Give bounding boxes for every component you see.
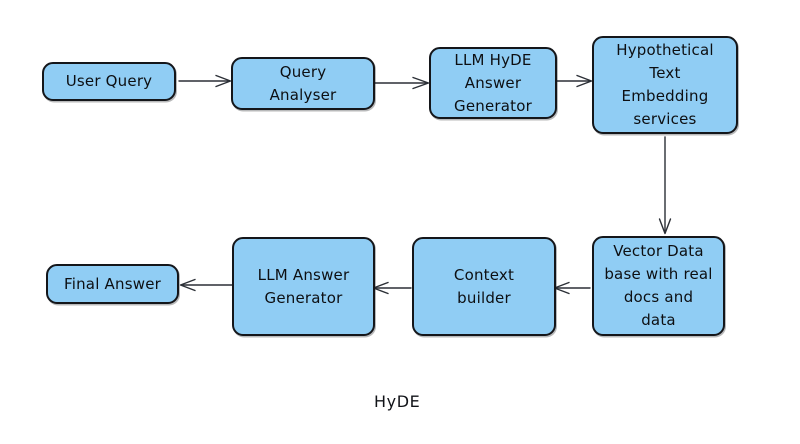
edge-vector-database-to-context-builder: [553, 281, 591, 295]
edge-context-builder-to-llm-answer: [372, 281, 412, 295]
edge-query-analyser-to-llm-hyde-answer: [374, 76, 430, 90]
edge-user-query-to-query-analyser: [178, 74, 232, 88]
node-vector-database-label: Vector Data base with real docs and data: [604, 242, 713, 329]
node-context-builder[interactable]: Context builder: [412, 237, 556, 336]
node-vector-database[interactable]: Vector Data base with real docs and data: [592, 236, 725, 336]
diagram-caption: HyDE: [374, 392, 421, 411]
node-hypothetical-text-embedding-services-label: Hypothetical Text Embedding services: [616, 41, 714, 128]
node-llm-answer-generator-label: LLM Answer Generator: [257, 265, 350, 307]
node-hypothetical-text-embedding-services[interactable]: Hypothetical Text Embedding services: [592, 36, 738, 134]
node-final-answer[interactable]: Final Answer: [46, 264, 179, 304]
edge-llm-answer-to-final-answer: [179, 278, 233, 292]
node-llm-hyde-answer-generator[interactable]: LLM HyDE Answer Generator: [429, 47, 557, 119]
node-query-analyser-label: Query Analyser: [269, 62, 337, 104]
node-llm-answer-generator[interactable]: LLM Answer Generator: [232, 237, 375, 336]
node-context-builder-label: Context builder: [453, 265, 515, 307]
node-query-analyser[interactable]: Query Analyser: [231, 57, 375, 110]
edge-llm-hyde-answer-to-embedding-service: [555, 74, 593, 88]
node-llm-hyde-answer-generator-label: LLM HyDE Answer Generator: [454, 50, 532, 115]
node-user-query[interactable]: User Query: [42, 62, 176, 101]
node-final-answer-label: Final Answer: [64, 274, 161, 293]
edge-embedding-service-to-vector-database: [658, 136, 672, 235]
node-user-query-label: User Query: [65, 72, 153, 90]
